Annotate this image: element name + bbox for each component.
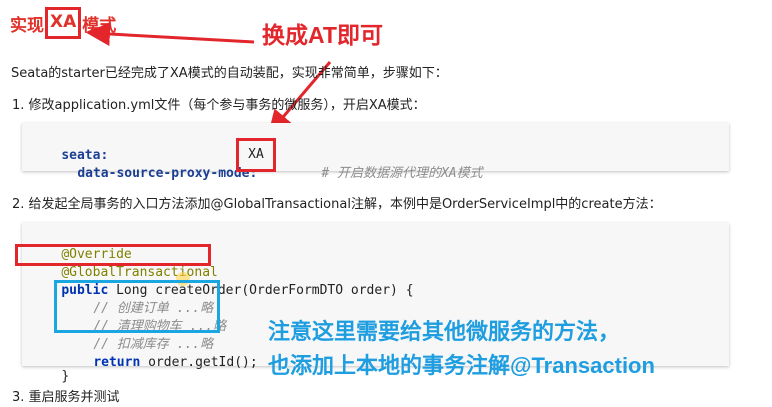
yaml-value: XA bbox=[248, 147, 264, 162]
method-signature: Long createOrder(OrderFormDTO order) { bbox=[108, 283, 414, 298]
annotation-switch-to-at: 换成AT即可 bbox=[262, 22, 383, 48]
keyword-return: return bbox=[93, 355, 141, 370]
step-2: 2. 给发起全局事务的入口方法添加@GlobalTransactional注解，… bbox=[12, 197, 662, 212]
annotation-note-line1: 注意这里需要给其他微服务的方法， bbox=[268, 319, 621, 344]
return-statement: order.getId(); bbox=[140, 355, 258, 370]
arrow-to-title bbox=[86, 22, 255, 46]
yaml-code-block: seata: data-source-proxy-mode: # 开启数据源代理… bbox=[22, 123, 729, 181]
comment-deduct-stock: // 扣减库存 ...略 bbox=[93, 337, 214, 352]
intro-text: Seata的starter已经完成了XA模式的自动装配，实现非常简单，步骤如下： bbox=[11, 66, 448, 81]
yaml-key-proxy-mode: data-source-proxy-mode: bbox=[77, 166, 258, 181]
step-3: 3. 重启服务并测试 bbox=[12, 390, 120, 405]
comment-create-order: // 创建订单 ...略 bbox=[93, 301, 214, 316]
yaml-value-highlight: XA bbox=[236, 138, 276, 172]
override-annotation: @Override bbox=[61, 247, 132, 262]
global-transactional-highlight bbox=[15, 244, 211, 266]
arrow-to-yaml-value bbox=[268, 61, 332, 135]
annotation-note-line2: 也添加上本地的事务注解@Transaction bbox=[268, 353, 655, 378]
title-prefix: 实现 bbox=[10, 15, 44, 36]
closing-brace: } bbox=[61, 369, 70, 384]
keyword-public: public bbox=[61, 283, 109, 298]
yaml-comment: # 开启数据源代理的XA模式 bbox=[321, 166, 483, 181]
step-1: 1. 修改application.yml文件（每个参与事务的微服务），开启XA模… bbox=[12, 98, 426, 113]
title-xa-highlight: XA bbox=[45, 7, 82, 39]
comments-highlight bbox=[54, 280, 220, 333]
yaml-key-seata: seata: bbox=[61, 148, 109, 163]
